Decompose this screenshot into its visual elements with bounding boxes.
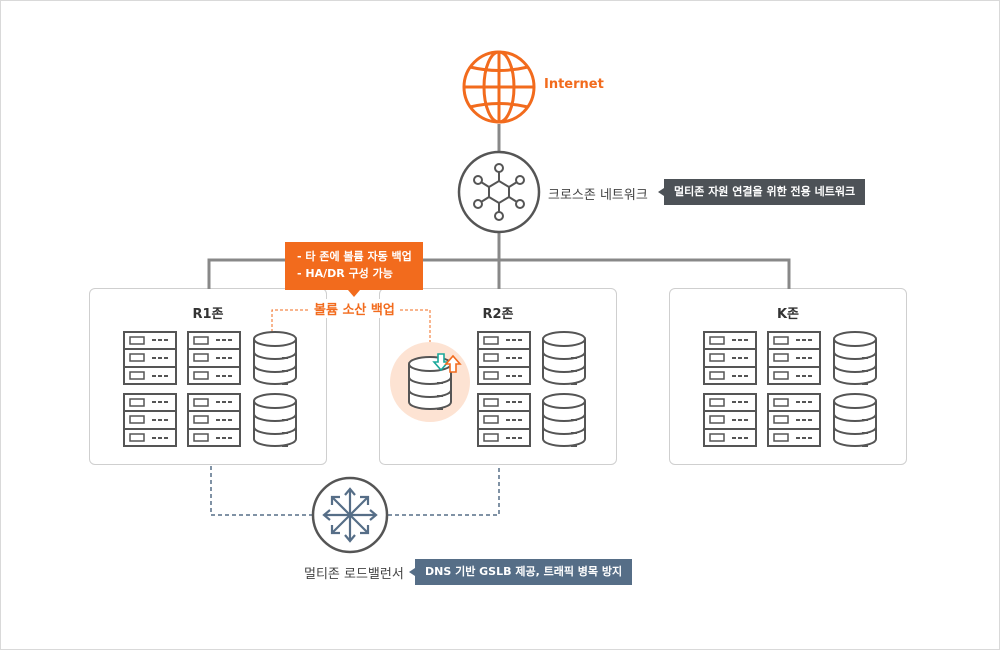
lb-dashed-lines [210, 466, 500, 516]
cross-zone-network-tag: 멀티존 자원 연결을 위한 전용 네트워크 [657, 179, 866, 205]
zone-k-title: K존 [776, 307, 800, 322]
storage-icon [833, 331, 877, 386]
lb-line-r1 [210, 466, 313, 516]
load-balancer-tag: DNS 기반 GSLB 제공, 트래픽 병목 방지 [408, 559, 633, 585]
server-icon [477, 331, 531, 385]
load-balancer-icon [311, 476, 389, 554]
backup-notes-box: - 타 존에 볼륨 자동 백업 - HA/DR 구성 가능 [285, 242, 423, 297]
server-icon [767, 331, 821, 385]
network-hub-icon [457, 150, 541, 234]
network-lines [207, 124, 791, 289]
backup-note-item: - 타 존에 볼륨 자동 백업 [297, 250, 412, 263]
load-balancer-label: 멀티존 로드밸런서 [304, 567, 404, 582]
zone-r1-servers [123, 331, 297, 448]
storage-icon [542, 393, 586, 448]
server-icon [187, 393, 241, 447]
cross-zone-network-label: 크로스존 네트워크 [548, 188, 648, 203]
internet-label: Internet [544, 77, 604, 92]
server-icon [703, 393, 757, 447]
sync-arrows-icon [432, 353, 462, 373]
storage-icon [833, 393, 877, 448]
zone-r1-title: R1존 [192, 307, 224, 322]
lb-line-r2 [388, 466, 500, 516]
zone-k-servers [703, 331, 877, 448]
server-icon [123, 393, 177, 447]
volume-backup-label: 볼륨 소산 백업 [310, 299, 399, 318]
server-icon [123, 331, 177, 385]
server-icon [477, 393, 531, 447]
server-icon [767, 393, 821, 447]
storage-icon [253, 393, 297, 448]
storage-icon [542, 331, 586, 386]
backup-note-item: - HA/DR 구성 가능 [297, 267, 393, 280]
server-icon [703, 331, 757, 385]
storage-icon [253, 331, 297, 386]
zone-r2-title: R2존 [482, 307, 514, 322]
globe-icon [462, 50, 536, 124]
server-icon [187, 331, 241, 385]
zone-bus-line [207, 258, 791, 289]
